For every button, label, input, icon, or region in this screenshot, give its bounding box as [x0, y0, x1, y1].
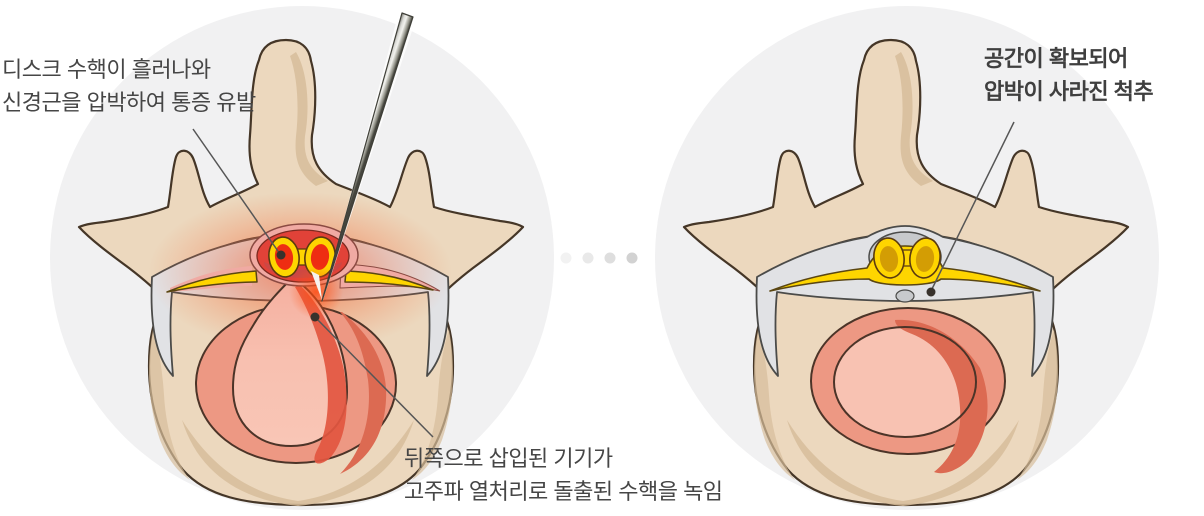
transition-dot-2 [582, 252, 594, 264]
transition-dot-3 [604, 252, 616, 264]
transition-dots [560, 252, 638, 264]
annotation-decompressed-spine: 공간이 확보되어 압박이 사라진 척추 [984, 42, 1154, 108]
disc-annulus-dark-crescent [340, 312, 387, 474]
nerve-band-left-segment [166, 270, 258, 293]
rf-needle [321, 12, 414, 302]
panel-after [653, 4, 1161, 512]
transition-dot-4 [626, 252, 638, 264]
cord-inflamed-core-right [310, 244, 330, 270]
annotation-line: 뒤쪽으로 삽입된 기기가 [404, 446, 613, 471]
annotation-line: 공간이 확보되어 [984, 46, 1128, 71]
transition-dot-1 [560, 252, 572, 264]
needle-halo [322, 11, 416, 303]
leader-dot-device [310, 312, 320, 322]
leader-line-decompressed [930, 121, 1015, 292]
cord-core-right-after [915, 246, 935, 272]
annotation-rf-device: 뒤쪽으로 삽입된 기기가 고주파 열처리로 돌출된 수핵을 녹임 [404, 442, 723, 508]
annotation-line: 신경근을 압박하여 통증 유발 [2, 90, 256, 115]
leader-line-compression [192, 128, 281, 255]
nerve-band-right-segment [344, 270, 434, 291]
leader-dot-decompressed [926, 287, 936, 297]
annotation-line: 압박이 사라진 척추 [984, 79, 1154, 104]
needle-tip-highlight [311, 271, 322, 300]
leader-dot-compression [276, 250, 286, 260]
annotation-line: 디스크 수핵이 흘러나와 [2, 57, 211, 82]
annotation-disc-compression: 디스크 수핵이 흘러나와 신경근을 압박하여 통증 유발 [2, 53, 256, 119]
disc-nucleus-outline-after [833, 326, 977, 438]
annotation-line: 고주파 열처리로 돌출된 수핵을 녹임 [404, 479, 723, 504]
cord-core-left-after [879, 246, 899, 272]
canal-notch [895, 289, 915, 303]
panel-before [48, 4, 556, 512]
hernia-dark-crescent [295, 285, 347, 464]
leader-line-device [314, 316, 434, 438]
disc-dark-crescent-after [895, 319, 988, 474]
needle-tip-heat-glow [289, 265, 343, 319]
nerve-band-after [769, 245, 1041, 292]
